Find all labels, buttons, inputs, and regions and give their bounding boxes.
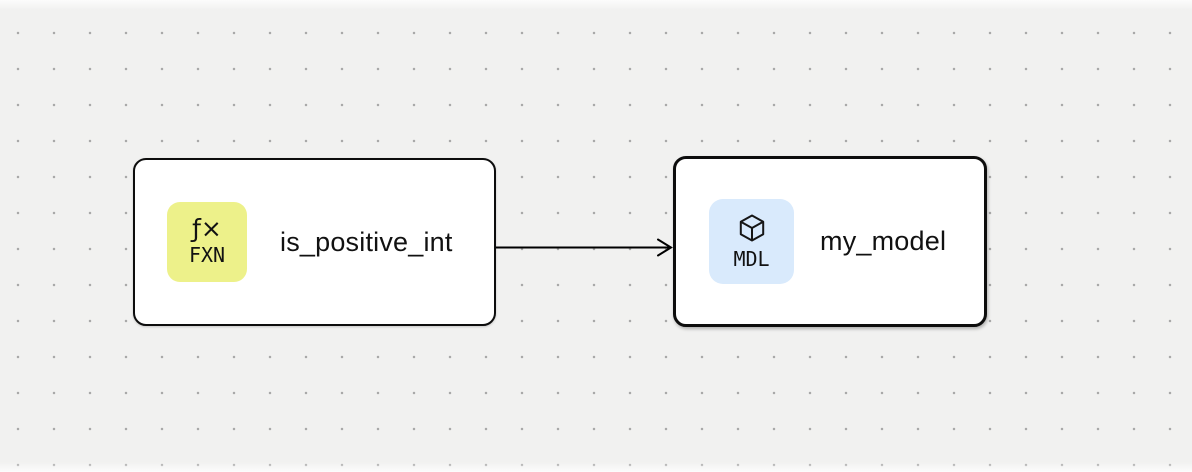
model-badge-label: MDL — [733, 246, 770, 271]
node-label: is_positive_int — [280, 226, 453, 257]
function-type-badge: ƒ× FXN — [167, 202, 247, 282]
node-label: my_model — [820, 226, 947, 256]
function-icon: ƒ× — [192, 213, 222, 243]
edge-is-positive-int-to-my-model[interactable] — [495, 238, 673, 257]
node-my-model[interactable]: MDL my_model — [673, 156, 987, 327]
arrowhead-icon — [657, 238, 673, 257]
function-badge-label: FXN — [188, 243, 226, 268]
model-type-badge: MDL — [709, 199, 794, 284]
node-is-positive-int[interactable]: ƒ× FXN is_positive_int — [133, 158, 496, 326]
cube-icon — [739, 213, 764, 242]
